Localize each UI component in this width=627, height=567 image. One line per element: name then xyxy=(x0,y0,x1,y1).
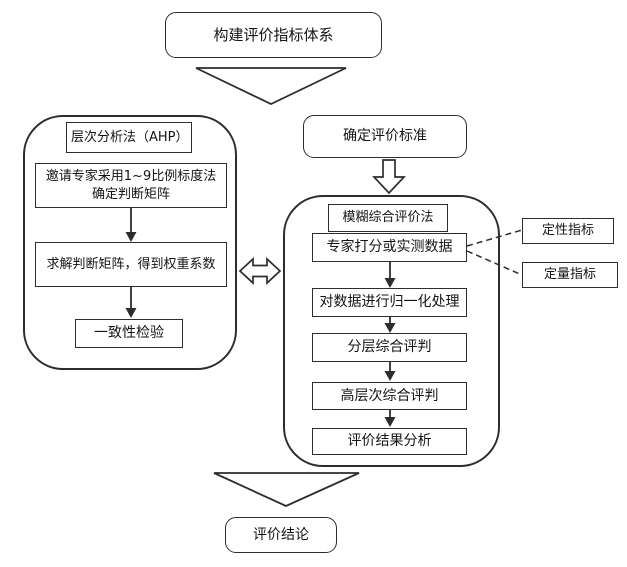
criteria-node: 确定评价标准 xyxy=(303,115,467,158)
start-node: 构建评价指标体系 xyxy=(165,12,382,58)
fuzzy-step-1-node: 专家打分或实测数据 xyxy=(312,233,467,262)
bidirectional-arrow-icon xyxy=(238,257,282,285)
ahp-step-2-node: 求解判断矩阵，得到权重系数 xyxy=(35,242,227,287)
ahp-title-node: 层次分析法（AHP） xyxy=(66,122,192,153)
qualitative-indicator-node: 定性指标 xyxy=(522,218,614,244)
conclusion-node: 评价结论 xyxy=(225,517,337,553)
fuzzy-title-node: 模糊综合评价法 xyxy=(328,204,448,232)
quantitative-indicator-node: 定量指标 xyxy=(522,262,618,288)
down-triangle-top-icon xyxy=(195,67,347,105)
fuzzy-step-4-node: 高层次综合评判 xyxy=(312,382,467,410)
ahp-step-3-node: 一致性检验 xyxy=(75,319,183,348)
ahp-step-1-node: 邀请专家采用1~9比例标度法确定判断矩阵 xyxy=(35,163,227,208)
fuzzy-step-3-node: 分层综合评判 xyxy=(312,333,467,362)
block-down-arrow-icon xyxy=(372,159,406,195)
fuzzy-step-5-node: 评价结果分析 xyxy=(312,428,467,455)
down-triangle-bottom-icon xyxy=(213,472,360,507)
fuzzy-step-2-node: 对数据进行归一化处理 xyxy=(312,288,467,317)
